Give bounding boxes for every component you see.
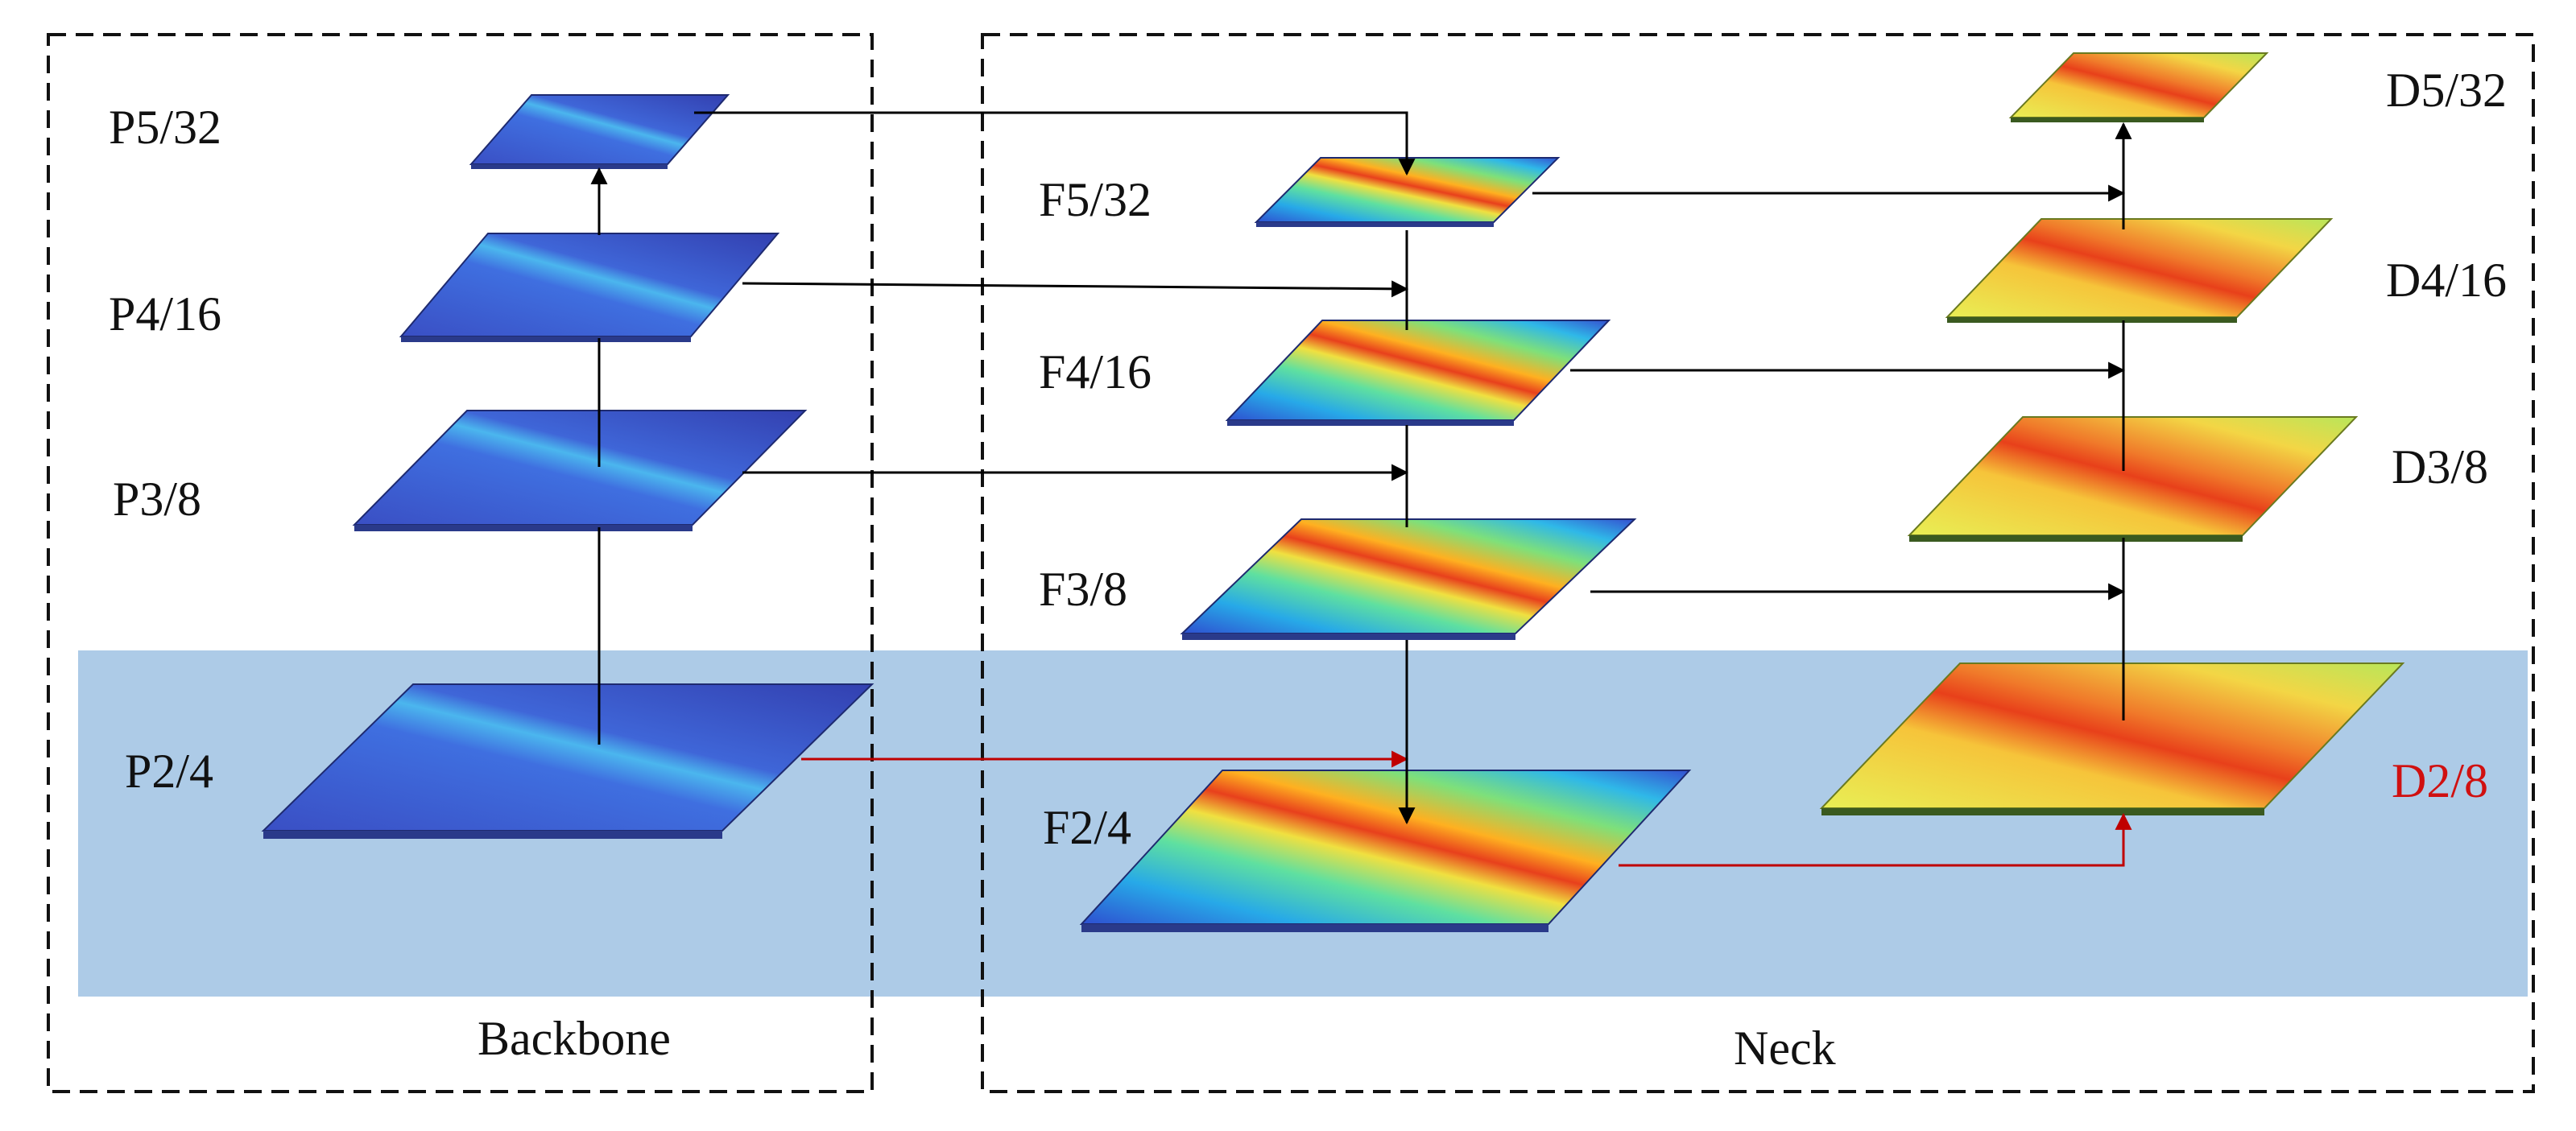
section-label-backbone: Backbone <box>478 1012 671 1065</box>
map-d2 <box>1819 663 2405 815</box>
map-f5 <box>1254 157 1561 227</box>
map-d5 <box>2008 52 2269 122</box>
label-d4: D4/16 <box>2386 254 2507 307</box>
lateral-arrow-p5-f5 <box>694 111 1416 176</box>
map-d4 <box>1945 218 2334 323</box>
label-d2: D2/8 <box>2392 754 2488 807</box>
lateral-arrow-f2-d2 <box>1619 812 2132 867</box>
section-label-neck: Neck <box>1734 1022 1836 1075</box>
map-f4 <box>1225 320 1611 426</box>
map-p4 <box>399 233 780 342</box>
lateral-arrow-p4-f4 <box>742 280 1409 298</box>
map-p5 <box>469 94 730 169</box>
label-p3: P3/8 <box>113 473 201 526</box>
label-p2: P2/4 <box>125 745 213 798</box>
label-d5: D5/32 <box>2386 64 2507 117</box>
label-f2: F2/4 <box>1043 801 1131 854</box>
map-p3 <box>352 410 808 531</box>
map-f2 <box>1079 770 1692 932</box>
label-f4: F4/16 <box>1039 345 1152 398</box>
map-p2 <box>261 683 875 839</box>
label-p5: P5/32 <box>109 101 221 154</box>
label-p4: P4/16 <box>109 287 221 341</box>
label-f5: F5/32 <box>1039 173 1152 226</box>
backbone-frame <box>47 33 874 1093</box>
label-d3: D3/8 <box>2392 440 2488 493</box>
map-d3 <box>1907 416 2359 542</box>
neck-frame <box>981 33 2535 1093</box>
label-f3: F3/8 <box>1039 563 1127 616</box>
map-f3 <box>1180 518 1637 640</box>
